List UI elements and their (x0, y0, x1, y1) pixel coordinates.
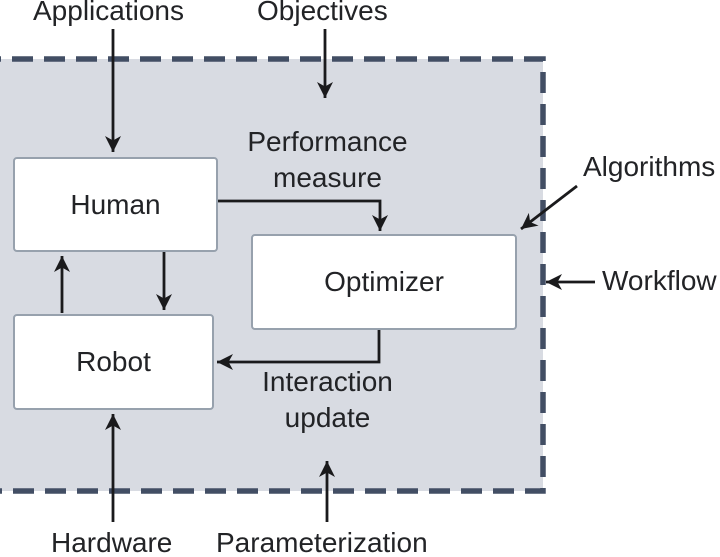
label-applications: Applications (33, 0, 184, 26)
label-workflow: Workflow (602, 265, 717, 296)
label-interaction-update: Interaction update (262, 366, 393, 433)
node-optimizer: Optimizer (251, 234, 517, 330)
node-robot: Robot (13, 314, 214, 410)
label-algorithms: Algorithms (583, 151, 716, 182)
label-hardware: Hardware (51, 527, 173, 557)
label-objectives: Objectives (257, 0, 388, 26)
label-performance-measure: Performance measure (247, 126, 408, 193)
node-human: Human (13, 157, 218, 252)
label-parameterization: Parameterization (216, 527, 428, 557)
